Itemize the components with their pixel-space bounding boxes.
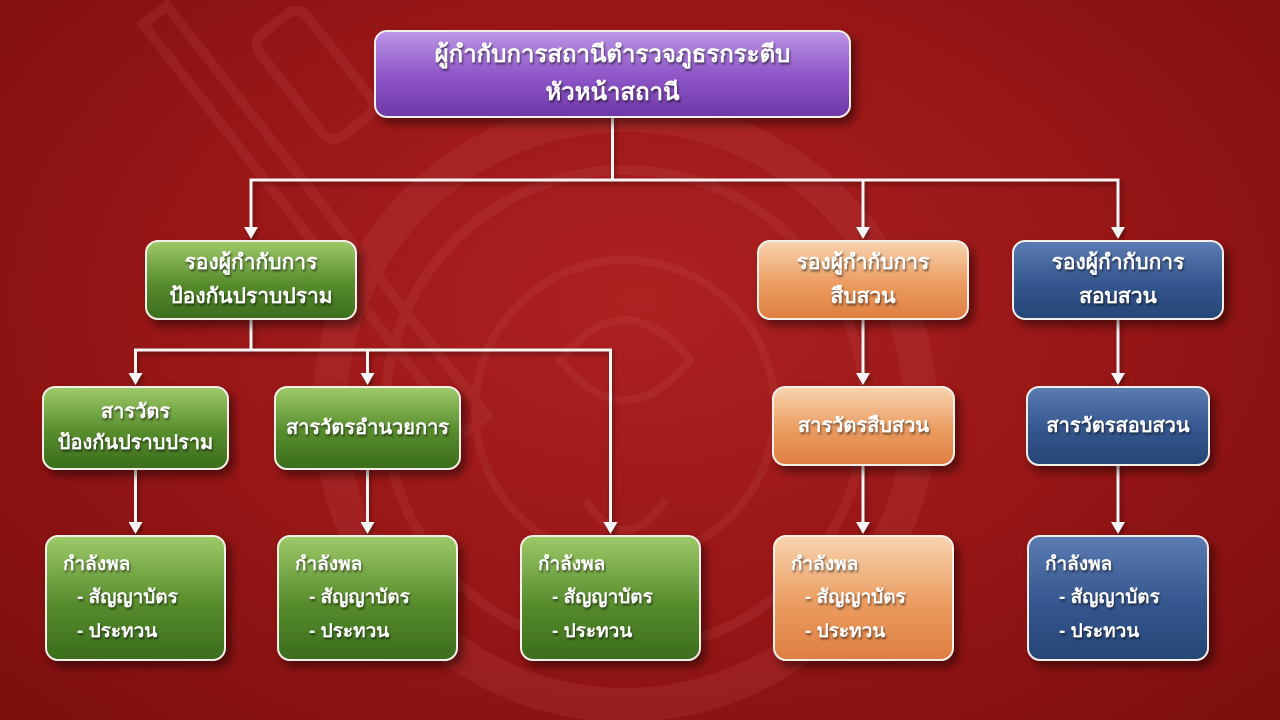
personnel-item-commissioned: - สัญญาบัตร <box>552 587 653 609</box>
node-personnel-1: กำลังพล - สัญญาบัตร - ประทวน <box>45 535 226 661</box>
node-deputy-investigation-line2: สืบสวน <box>830 285 896 308</box>
node-deputy-interrogation-line1: รองผู้กำกับการ <box>1051 251 1185 275</box>
node-inspector-admin: สารวัตรอำนวยการ <box>274 386 461 470</box>
node-superintendent: ผู้กำกับการสถานีตำรวจภูธรกระตีบ หัวหน้าส… <box>374 30 851 118</box>
personnel-item-noncommissioned: - ประทวน <box>1059 620 1140 642</box>
personnel-item-noncommissioned: - ประทวน <box>805 620 886 642</box>
personnel-item-commissioned: - สัญญาบัตร <box>805 587 906 609</box>
personnel-item-commissioned: - สัญญาบัตร <box>1059 587 1160 609</box>
personnel-title: กำลังพล <box>1045 554 1113 576</box>
node-inspector-interrogation-line1: สารวัตรสอบสวน <box>1046 414 1190 437</box>
personnel-item-noncommissioned: - ประทวน <box>552 620 633 642</box>
node-superintendent-line2: หัวหน้าสถานี <box>545 79 680 106</box>
node-personnel-4: กำลังพล - สัญญาบัตร - ประทวน <box>773 535 954 661</box>
node-inspector-prevention-line1: สารวัตร <box>100 401 171 423</box>
personnel-title: กำลังพล <box>63 554 131 576</box>
personnel-title: กำลังพล <box>538 554 606 576</box>
personnel-item-commissioned: - สัญญาบัตร <box>309 587 410 609</box>
node-deputy-investigation-line1: รองผู้กำกับการ <box>796 251 930 275</box>
node-personnel-5: กำลังพล - สัญญาบัตร - ประทวน <box>1027 535 1209 661</box>
personnel-item-commissioned: - สัญญาบัตร <box>77 587 178 609</box>
node-deputy-interrogation-line2: สอบสวน <box>1079 285 1157 308</box>
node-inspector-prevention: สารวัตร ป้องกันปราบปราม <box>42 386 229 470</box>
node-deputy-prevention-line1: รองผู้กำกับการ <box>184 251 318 275</box>
personnel-item-noncommissioned: - ประทวน <box>309 620 390 642</box>
personnel-title: กำลังพล <box>791 554 859 576</box>
node-inspector-prevention-line2: ป้องกันปราบปราม <box>57 432 214 454</box>
node-deputy-interrogation: รองผู้กำกับการ สอบสวน <box>1012 240 1224 320</box>
node-inspector-investigation: สารวัตรสืบสวน <box>772 386 955 466</box>
node-personnel-2: กำลังพล - สัญญาบัตร - ประทวน <box>277 535 458 661</box>
node-inspector-investigation-line1: สารวัตรสืบสวน <box>797 414 930 437</box>
node-inspector-interrogation: สารวัตรสอบสวน <box>1026 386 1210 466</box>
personnel-title: กำลังพล <box>295 554 363 576</box>
node-deputy-prevention: รองผู้กำกับการ ป้องกันปราบปราม <box>145 240 357 320</box>
node-inspector-admin-line1: สารวัตรอำนวยการ <box>285 416 450 439</box>
node-deputy-investigation: รองผู้กำกับการ สืบสวน <box>757 240 969 320</box>
personnel-item-noncommissioned: - ประทวน <box>77 620 158 642</box>
node-superintendent-line1: ผู้กำกับการสถานีตำรวจภูธรกระตีบ <box>434 40 791 68</box>
node-personnel-3: กำลังพล - สัญญาบัตร - ประทวน <box>520 535 701 661</box>
node-deputy-prevention-line2: ป้องกันปราบปราม <box>169 285 333 308</box>
